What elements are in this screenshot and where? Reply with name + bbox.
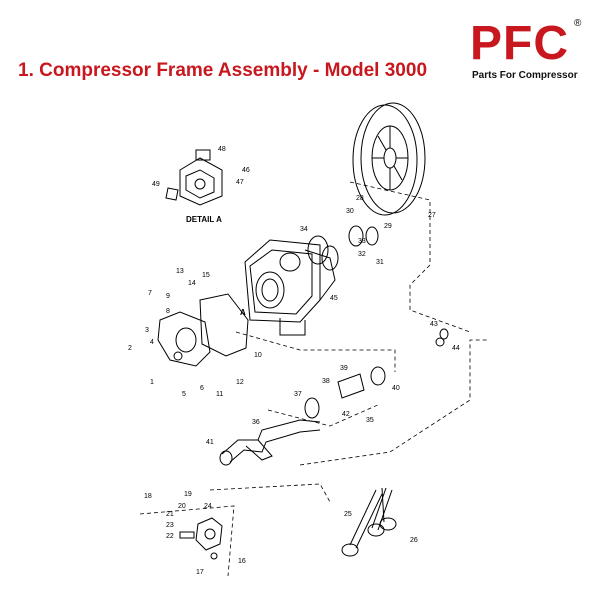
part-label-22: 22 bbox=[166, 533, 174, 540]
part-label-28: 28 bbox=[356, 195, 364, 202]
oil-pump-drawing bbox=[179, 517, 223, 560]
part-label-49: 49 bbox=[152, 181, 160, 188]
part-label-38: 38 bbox=[322, 378, 330, 385]
bearing-37-drawing bbox=[304, 397, 320, 419]
part-label-41: 41 bbox=[206, 439, 214, 446]
part-label-23: 23 bbox=[166, 522, 174, 529]
part-label-35: 35 bbox=[366, 417, 374, 424]
part-label-26: 26 bbox=[410, 537, 418, 544]
part-number-labels: 1 2 3 4 5 6 7 8 9 10 11 12 13 14 15 16 1… bbox=[128, 146, 460, 576]
part-label-1: 1 bbox=[150, 379, 154, 386]
connecting-rods-drawing bbox=[341, 487, 397, 557]
part-label-47: 47 bbox=[236, 179, 244, 186]
part-label-27: 27 bbox=[428, 212, 436, 219]
part-label-33: 33 bbox=[358, 238, 366, 245]
part-label-30: 30 bbox=[346, 208, 354, 215]
part-label-20: 20 bbox=[178, 503, 186, 510]
pfc-logo: PFC ® Parts For Compressor bbox=[470, 17, 588, 84]
part-label-39: 39 bbox=[340, 365, 348, 372]
part-label-10: 10 bbox=[254, 352, 262, 359]
fitting-44-drawing bbox=[435, 337, 445, 347]
fitting-43-drawing bbox=[439, 328, 449, 340]
seal-33-drawing bbox=[365, 226, 379, 246]
part-label-21: 21 bbox=[166, 511, 174, 518]
part-label-4: 4 bbox=[150, 339, 154, 346]
part-label-19: 19 bbox=[184, 491, 192, 498]
page-title: 1. Compressor Frame Assembly - Model 300… bbox=[18, 60, 428, 81]
part-label-12: 12 bbox=[236, 379, 244, 386]
part-label-25: 25 bbox=[344, 511, 352, 518]
part-label-31: 31 bbox=[376, 259, 384, 266]
part-label-5: 5 bbox=[182, 391, 186, 398]
bearing-32-drawing bbox=[348, 225, 364, 247]
detail-a-drawing bbox=[165, 149, 223, 206]
detail-a-label: DETAIL A bbox=[186, 215, 222, 224]
part-label-3: 3 bbox=[145, 327, 149, 334]
part-label-37: 37 bbox=[294, 391, 302, 398]
gasket-10-drawing bbox=[199, 293, 249, 357]
sleeve-38-drawing bbox=[337, 373, 365, 399]
part-label-17: 17 bbox=[196, 569, 204, 576]
part-label-36: 36 bbox=[252, 419, 260, 426]
part-label-14: 14 bbox=[188, 280, 196, 287]
part-label-40: 40 bbox=[392, 385, 400, 392]
gasket-34-drawing bbox=[307, 235, 329, 265]
part-label-15: 15 bbox=[202, 272, 210, 279]
part-label-32: 32 bbox=[358, 251, 366, 258]
part-label-13: 13 bbox=[176, 268, 184, 275]
part-label-29: 29 bbox=[384, 223, 392, 230]
registered-mark: ® bbox=[574, 18, 582, 29]
part-label-34: 34 bbox=[300, 226, 308, 233]
part-label-46: 46 bbox=[242, 167, 250, 174]
part-label-16: 16 bbox=[238, 558, 246, 565]
part-label-18: 18 bbox=[144, 493, 152, 500]
part-label-42: 42 bbox=[342, 411, 350, 418]
part-label-7: 7 bbox=[148, 290, 152, 297]
part-label-24: 24 bbox=[204, 503, 212, 510]
crankcase-frame-drawing bbox=[244, 239, 339, 336]
logo-text: PFC bbox=[470, 17, 569, 70]
crankshaft-drawing bbox=[219, 419, 321, 466]
bearing-39-drawing bbox=[370, 366, 386, 386]
part-label-8: 8 bbox=[166, 308, 170, 315]
part-label-45: 45 bbox=[330, 295, 338, 302]
part-label-48: 48 bbox=[218, 146, 226, 153]
view-marker-a: A bbox=[240, 308, 246, 317]
part-label-2: 2 bbox=[128, 345, 132, 352]
part-label-6: 6 bbox=[200, 385, 204, 392]
part-label-11: 11 bbox=[216, 391, 223, 398]
part-label-9: 9 bbox=[166, 293, 170, 300]
logo-tagline: Parts For Compressor bbox=[472, 70, 578, 81]
assembly-dashed-lines bbox=[139, 181, 488, 577]
end-cover-drawing bbox=[157, 311, 211, 367]
pulley-part-drawing bbox=[352, 102, 426, 216]
part-label-43: 43 bbox=[430, 321, 438, 328]
part-label-44: 44 bbox=[452, 345, 460, 352]
